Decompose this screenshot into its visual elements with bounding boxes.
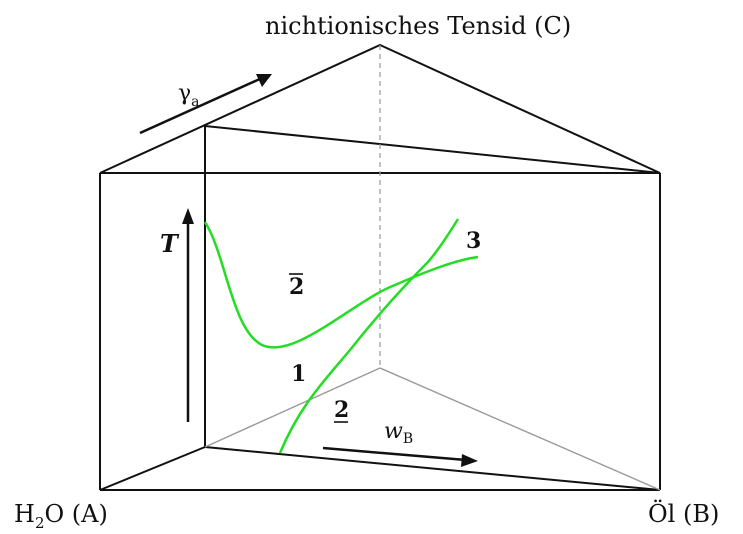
region-three-label: 3 xyxy=(466,228,481,254)
region-one-label: 1 xyxy=(291,361,306,387)
wb-arrow xyxy=(322,446,467,462)
temperature-arrowhead xyxy=(182,208,194,224)
wb-label: wB xyxy=(384,419,413,447)
wb-arrowhead xyxy=(461,454,478,467)
top-vertex-label: nichtionisches Tensid (C) xyxy=(265,12,571,40)
bottom-inner-edge xyxy=(204,446,661,491)
left-vertex-subscript: 2 xyxy=(35,514,45,532)
bottom-left-edge xyxy=(99,446,206,491)
wb-symbol: w xyxy=(384,419,403,444)
gamma-label: γa xyxy=(178,81,200,110)
right-vertex-label: Öl (B) xyxy=(648,499,719,528)
wb-subscript: B xyxy=(403,431,413,447)
gamma-symbol: γ xyxy=(178,81,191,106)
region-two-underbar-lower: 2 xyxy=(334,397,349,423)
phase-boundary-curve-upper xyxy=(203,221,479,349)
temperature-label: T xyxy=(160,229,180,258)
phase-boundary-curve-lower xyxy=(278,218,460,454)
gamma-arrowhead xyxy=(256,74,272,87)
region-two-bar-upper: 2 xyxy=(289,274,304,300)
top-back-edge-left xyxy=(204,125,661,174)
bottom-hidden-left xyxy=(204,367,381,448)
bottom-hidden-right xyxy=(379,367,661,491)
left-vertex-label: H2O (A) xyxy=(14,500,108,532)
gamma-arrow xyxy=(139,76,263,135)
gamma-subscript: a xyxy=(191,94,199,110)
left-vertex-h: H xyxy=(14,500,35,528)
left-vertex-rest: O (A) xyxy=(44,500,107,528)
